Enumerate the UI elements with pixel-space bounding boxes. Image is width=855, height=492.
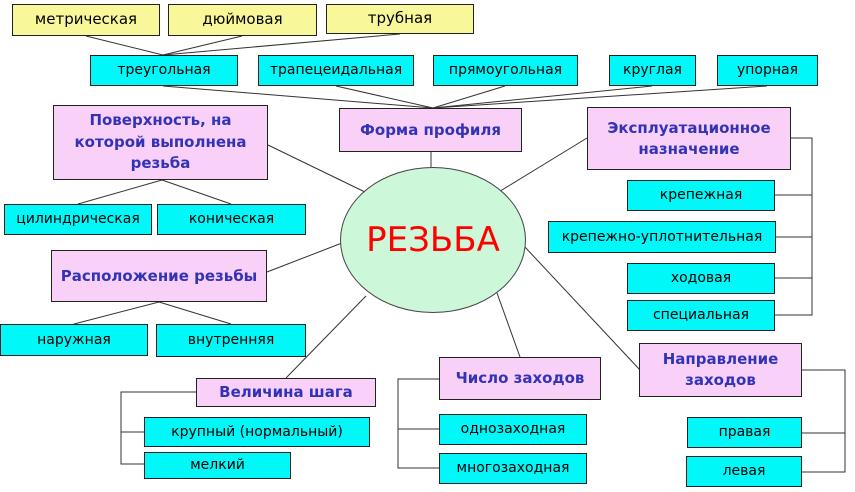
starts-title: Число заходов [439,357,601,400]
pitch-coarse: крупный (нормальный) [144,417,370,447]
location-external: наружная [0,324,148,356]
profile-triangular: треугольная [90,55,238,86]
surface-conical: коническая [157,204,306,235]
profile-trapezoidal: трапецеидальная [258,55,414,86]
thread-metric: метрическая [12,4,160,36]
purpose-motion: ходовая [627,263,775,294]
profile-title: Форма профиля [339,108,522,152]
starts-single: однозаходная [439,414,587,445]
surface-title: Поверхность, на которой выполнена резьба [53,105,268,180]
purpose-special: специальная [627,300,775,331]
thread-inch: дюймовая [168,4,317,36]
direction-right: правая [687,417,802,448]
profile-buttress: упорная [717,55,818,86]
center-node: РЕЗЬБА [340,167,526,313]
direction-title: Направление заходов [639,343,802,397]
purpose-fastening: крепежная [627,180,775,211]
starts-multi: многозаходная [439,453,587,484]
location-title: Расположение резьбы [51,250,267,302]
pitch-title: Величина шага [196,378,376,407]
location-internal: внутренняя [156,324,306,357]
purpose-title: Эксплуатационное назначение [587,107,791,170]
pitch-fine: мелкий [144,452,291,479]
thread-pipe: трубная [326,4,474,34]
profile-rectangular: прямоугольная [433,55,578,86]
purpose-sealing: крепежно-уплотнительная [548,221,776,253]
direction-left: левая [686,456,802,487]
surface-cylindrical: цилиндрическая [4,204,152,235]
profile-round: круглая [609,55,696,86]
